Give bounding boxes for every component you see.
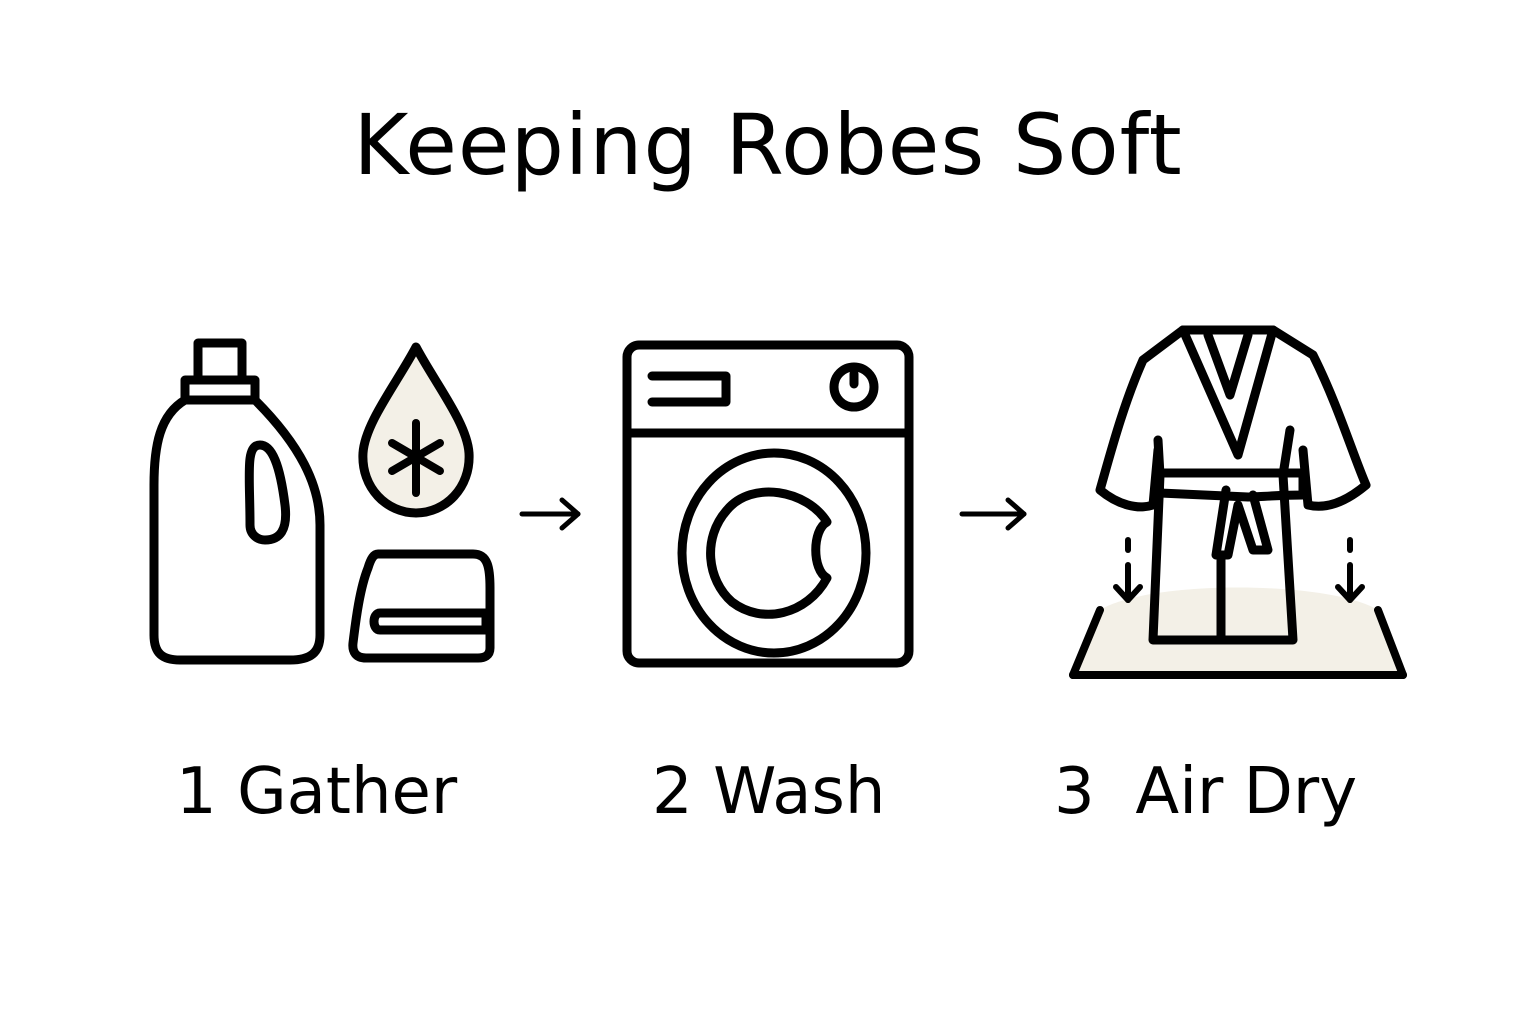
bathrobe-icon: [1095, 325, 1371, 645]
step-label-air-dry: 3 Air Dry: [1054, 755, 1357, 829]
step-number: 2: [652, 755, 693, 829]
arrow-right-icon: [959, 497, 1027, 531]
step-text: Gather: [237, 755, 458, 829]
step-label-wash: 2 Wash: [652, 755, 885, 829]
step-text: Wash: [713, 755, 886, 829]
softener-drop-icon: [358, 342, 474, 518]
step-text: Air Dry: [1135, 755, 1358, 829]
step-number: 3: [1054, 755, 1095, 829]
detergent-bottle-icon: [149, 338, 325, 665]
step-label-gather: 1 Gather: [176, 755, 457, 829]
step-number: 1: [176, 755, 217, 829]
washing-machine-icon: [622, 340, 914, 668]
folded-towel-icon: [348, 549, 495, 663]
page-title: Keeping Robes Soft: [353, 96, 1183, 194]
arrow-right-icon: [519, 497, 581, 531]
